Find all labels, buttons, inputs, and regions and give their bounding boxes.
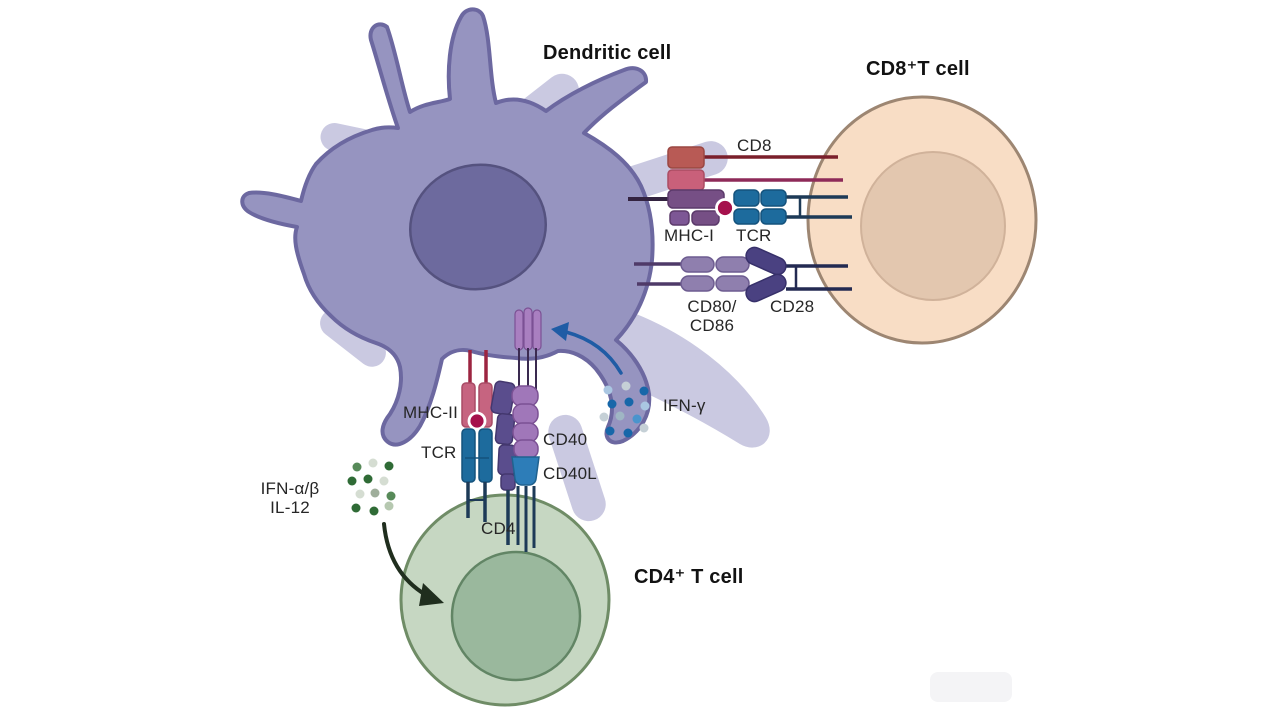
cd40-label: CD40: [543, 430, 588, 449]
antigen-peptide-mhc2: [467, 411, 487, 431]
ifn-alpha-beta-il12-molecules: [347, 458, 396, 516]
cd4-t-cell-nucleus: [450, 550, 582, 682]
dendritic-cell-nucleus: [408, 163, 548, 291]
cd8-t-cell-nucleus: [860, 151, 1006, 301]
mhc1-complex: [628, 189, 735, 226]
cd80-cd86-label: CD80/ CD86: [687, 297, 737, 336]
cd4-label: CD4: [481, 519, 516, 538]
tcr-upper-complex: [733, 189, 852, 225]
cd8-label: CD8: [737, 136, 772, 155]
cd40l-label: CD40L: [543, 464, 597, 483]
cd8-t-cell-label: CD8⁺T cell: [866, 58, 970, 80]
tcr-lower-label: TCR: [421, 443, 457, 462]
cd40-molecule: [511, 307, 542, 459]
mhc2-label: MHC-II: [403, 403, 459, 422]
antigen-peptide-mhc1: [715, 198, 735, 218]
ifn-gamma-label: IFN-γ: [663, 396, 706, 415]
mhc1-label: MHC-I: [664, 226, 715, 245]
cd8-t-cell: [806, 95, 1038, 345]
cd40l-molecule: [511, 456, 540, 552]
cd4-t-cell: [399, 493, 611, 707]
cytokine-secretion-arrow: [382, 522, 444, 606]
ifn-alpha-beta-il12-label: IFN-α/β IL-12: [260, 479, 320, 518]
cd4-coreceptor: [490, 380, 517, 545]
cd8-coreceptor: [667, 146, 843, 191]
ifn-gamma-arrow: [551, 322, 623, 375]
tcr-lower-complex: [461, 428, 493, 522]
dendritic-cell-label: Dendritic cell: [543, 42, 672, 64]
cd80-cd86-molecule: [634, 256, 750, 292]
cd28-label: CD28: [770, 297, 815, 316]
tcr-upper-label: TCR: [736, 226, 772, 245]
watermark: [930, 672, 1012, 702]
ifn-gamma-molecules: [599, 381, 650, 438]
mhc2-complex: [461, 350, 493, 431]
cd28-molecule: [745, 246, 852, 303]
cd4-t-cell-label: CD4⁺ T cell: [634, 566, 744, 588]
